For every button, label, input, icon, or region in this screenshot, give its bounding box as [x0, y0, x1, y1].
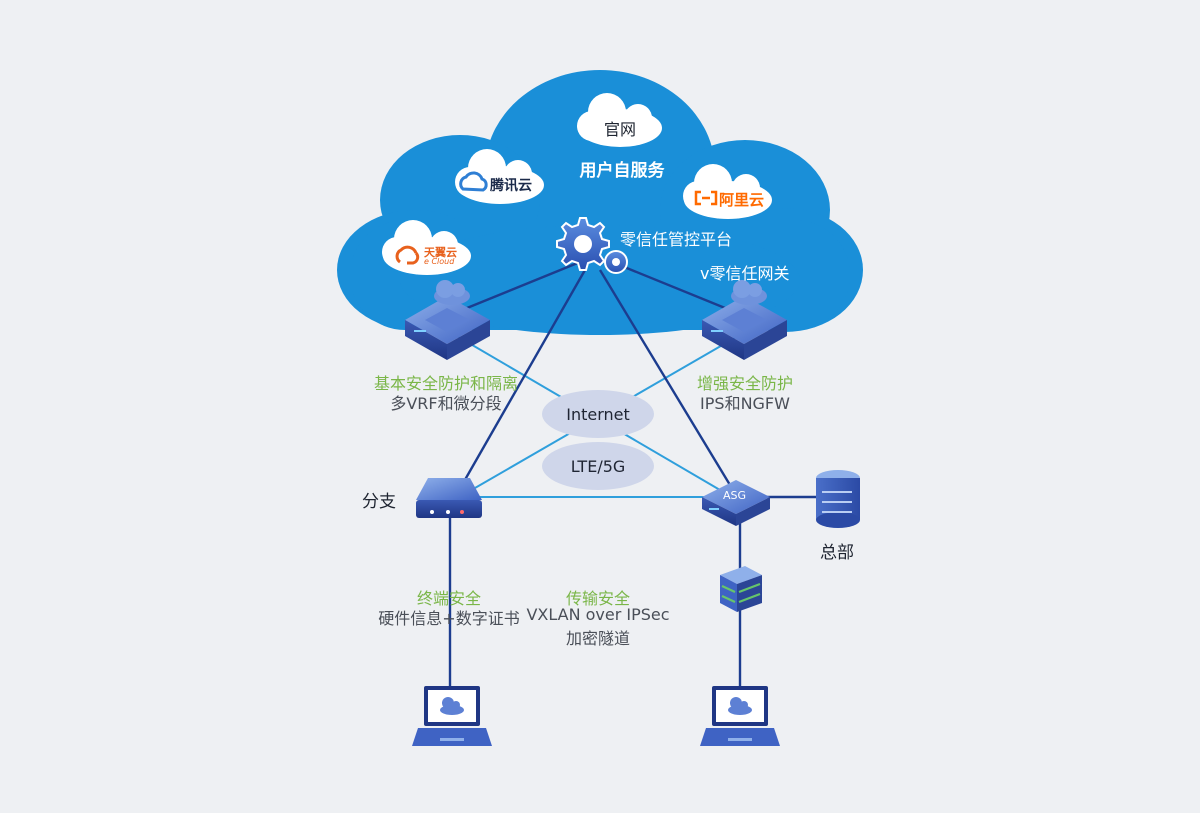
tianyi-cn-label: 天翼云	[424, 246, 457, 259]
branch-router-icon	[416, 478, 482, 518]
lte-pill: LTE/5G	[542, 442, 654, 490]
asg-device-icon	[702, 480, 770, 526]
hq-label: 总部	[820, 543, 854, 563]
transport-security-desc2: 加密隧道	[565, 629, 631, 648]
tianyi-logo-icon	[395, 245, 420, 265]
left-device-title: 基本安全防护和隔离	[373, 374, 519, 393]
right-device-desc: IPS和NGFW	[700, 394, 790, 413]
link-platform-to-right-server	[611, 260, 726, 310]
gear-icon	[556, 217, 628, 274]
endpoint-security-title: 终端安全	[416, 589, 482, 608]
internet-label: Internet	[566, 404, 630, 424]
lte-label: LTE/5G	[570, 456, 626, 476]
right-device-title: 增强安全防护	[696, 374, 794, 393]
branch-label: 分支	[362, 492, 396, 512]
branch-laptop-icon	[412, 686, 492, 746]
left-device-desc: 多VRF和微分段	[390, 394, 502, 413]
vgateway-label: v零信任网关	[700, 264, 790, 283]
hq-laptop-icon	[700, 686, 780, 746]
right-cloud-server-icon	[702, 280, 787, 360]
aliyun-logo-icon	[694, 190, 718, 206]
tencent-logo-icon	[459, 171, 488, 192]
left-cloud-server-icon	[405, 280, 490, 360]
transport-security-title: 传输安全	[565, 589, 631, 608]
hq-server-icon	[816, 470, 860, 528]
platform-label: 零信任管控平台	[620, 230, 733, 249]
official-site-badge	[577, 93, 662, 147]
internet-pill: Internet	[542, 390, 654, 438]
tianyi-en-label: e Cloud	[424, 257, 455, 266]
dark-links	[448, 260, 818, 690]
asg-label: ASG	[723, 489, 747, 502]
endpoint-security-desc: 硬件信息+数字证书	[378, 609, 520, 628]
link-platform-to-asg	[598, 269, 732, 486]
transport-security-desc1: VXLAN over IPSec	[526, 605, 670, 624]
link-platform-to-left-server	[466, 260, 581, 310]
official-site-label: 官网	[603, 120, 637, 139]
aliyun-badge	[683, 164, 772, 219]
aliyun-label: 阿里云	[719, 191, 765, 209]
self-service-label: 用户自服务	[579, 161, 665, 181]
link-platform-to-branch	[460, 269, 587, 486]
firewall-icon	[720, 566, 762, 612]
tencent-label: 腾讯云	[490, 178, 532, 194]
